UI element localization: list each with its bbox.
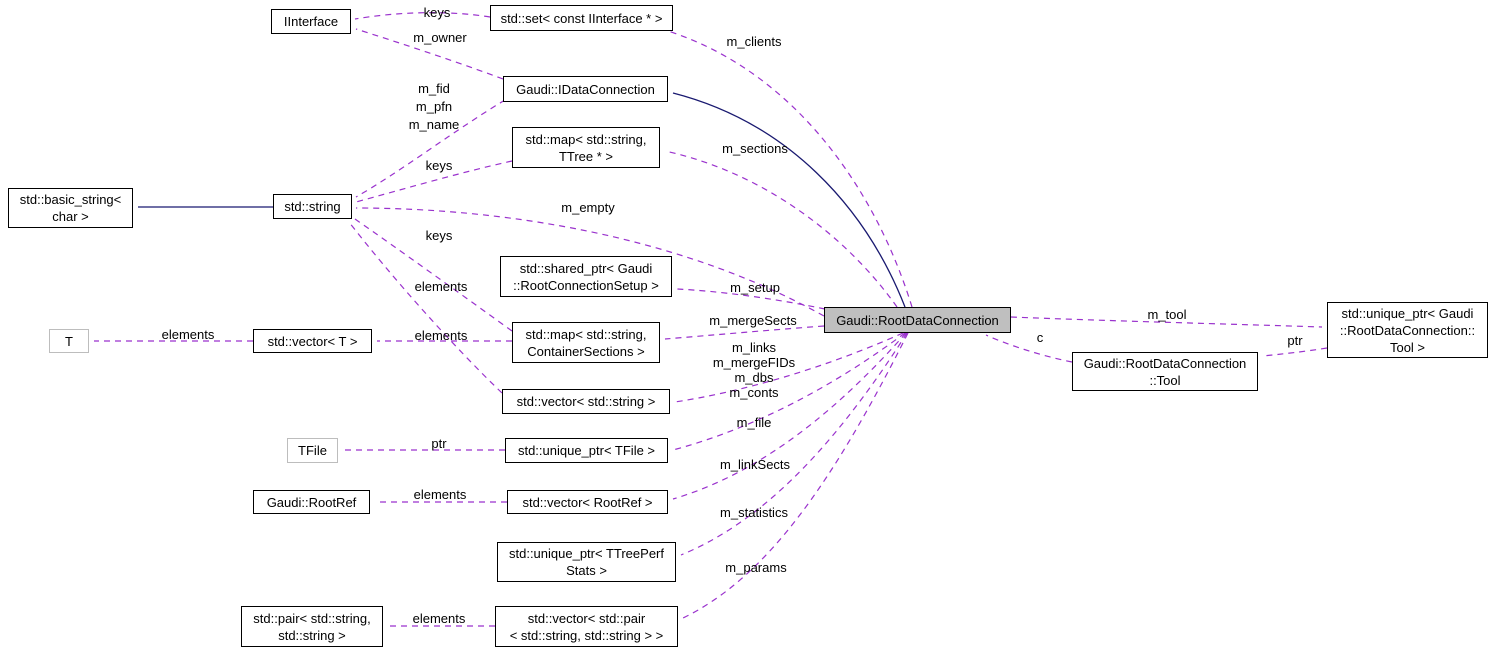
edge-label-ptr-tfile: ptr [431,436,447,451]
node-unique-ptr-tfile[interactable]: std::unique_ptr< TFile > [505,438,668,463]
edge-label-keys-set: keys [423,5,451,20]
edge-m-mergesects [664,325,825,340]
edge-m-setup [676,288,826,310]
node-pair-string-string[interactable]: std::pair< std::string,std::string > [241,606,383,647]
edge-label-elements-rootref: elements [413,487,467,502]
edge-m-params [682,332,909,619]
edge-keys-ttree-map [355,160,513,203]
edge-inheritance-idataconnection [672,92,906,308]
node-template-t: T [49,329,89,353]
edge-m-linksects [672,332,907,500]
node-set-const-iinterface[interactable]: std::set< const IInterface * > [490,5,673,31]
node-idataconnection[interactable]: Gaudi::IDataConnection [503,76,668,102]
node-shared-ptr-rootconnectionsetup[interactable]: std::shared_ptr< Gaudi::RootConnectionSe… [500,256,672,297]
node-iinterface[interactable]: IInterface [271,9,351,34]
edge-label-keys-containersections: keys [425,228,453,243]
edge-label-elements-vector-string: elements [414,279,468,294]
node-basic-string-char[interactable]: std::basic_string<char > [8,188,133,228]
node-map-string-containersections[interactable]: std::map< std::string,ContainerSections … [512,322,660,363]
edge-m-tool [1010,316,1323,328]
edge-label-m-tool: m_tool [1147,307,1187,322]
edge-label-m-empty: m_empty [561,200,615,215]
node-rootdataconnection-tool[interactable]: Gaudi::RootDataConnection::Tool [1072,352,1258,391]
node-vector-rootref[interactable]: std::vector< RootRef > [507,490,668,514]
edge-label-m-statistics: m_statistics [720,505,788,520]
node-vector-t[interactable]: std::vector< T > [253,329,372,353]
node-unique-ptr-tool[interactable]: std::unique_ptr< Gaudi::RootDataConnecti… [1327,302,1488,358]
edge-keys-containersections-map [354,218,513,332]
edge-m-statistics [680,332,908,556]
edge-m-fid-pfn-name [355,99,506,198]
edge-label-ptr-tool: ptr [1287,333,1303,348]
node-gaudi-rootref[interactable]: Gaudi::RootRef [253,490,370,514]
node-vector-string[interactable]: std::vector< std::string > [502,389,670,414]
edge-elements-vector-string-to-string [348,221,503,394]
edge-label-m-owner: m_owner [413,30,467,45]
edge-m-owner [355,28,504,80]
node-rootdataconnection: Gaudi::RootDataConnection [824,307,1011,333]
edge-label-m-linksects: m_linkSects [719,457,791,472]
edge-label-m-setup: m_setup [730,280,780,295]
edge-m-sections [664,150,898,308]
edge-keys-set-to-iinterface [354,12,491,20]
edge-label-keys-ttree: keys [425,158,453,173]
edge-label-m-mergesects: m_mergeSects [709,313,797,328]
edge-label-m-clients: m_clients [726,34,782,49]
node-vector-pair-string-string[interactable]: std::vector< std::pair< std::string, std… [495,606,678,647]
edge-label-elements-containersections: elements [414,328,468,343]
edge-m-empty [355,207,825,317]
edge-label-elements-t: elements [161,327,215,342]
edge-label-m-fid-pfn-name: m_fid m_pfn m_name [408,81,460,132]
edge-label-elements-pair: elements [412,611,466,626]
edge-label-m-params: m_params [725,560,787,575]
node-map-string-ttree[interactable]: std::map< std::string,TTree * > [512,127,660,168]
edge-m-clients [667,30,913,308]
node-tfile: TFile [287,438,338,463]
edge-ptr-tool [1262,347,1328,357]
edge-m-file [672,332,906,451]
edge-label-m-links-group: m_links m_mergeFIDs m_dbs m_conts [712,340,796,400]
edge-label-c: c [1036,330,1044,345]
edge-label-m-file: m_file [736,415,772,430]
edge-m-links-mergefids-dbs-conts [674,332,904,403]
node-std-string[interactable]: std::string [273,194,352,219]
edge-label-m-sections: m_sections [722,141,788,156]
edge-c [985,334,1073,363]
